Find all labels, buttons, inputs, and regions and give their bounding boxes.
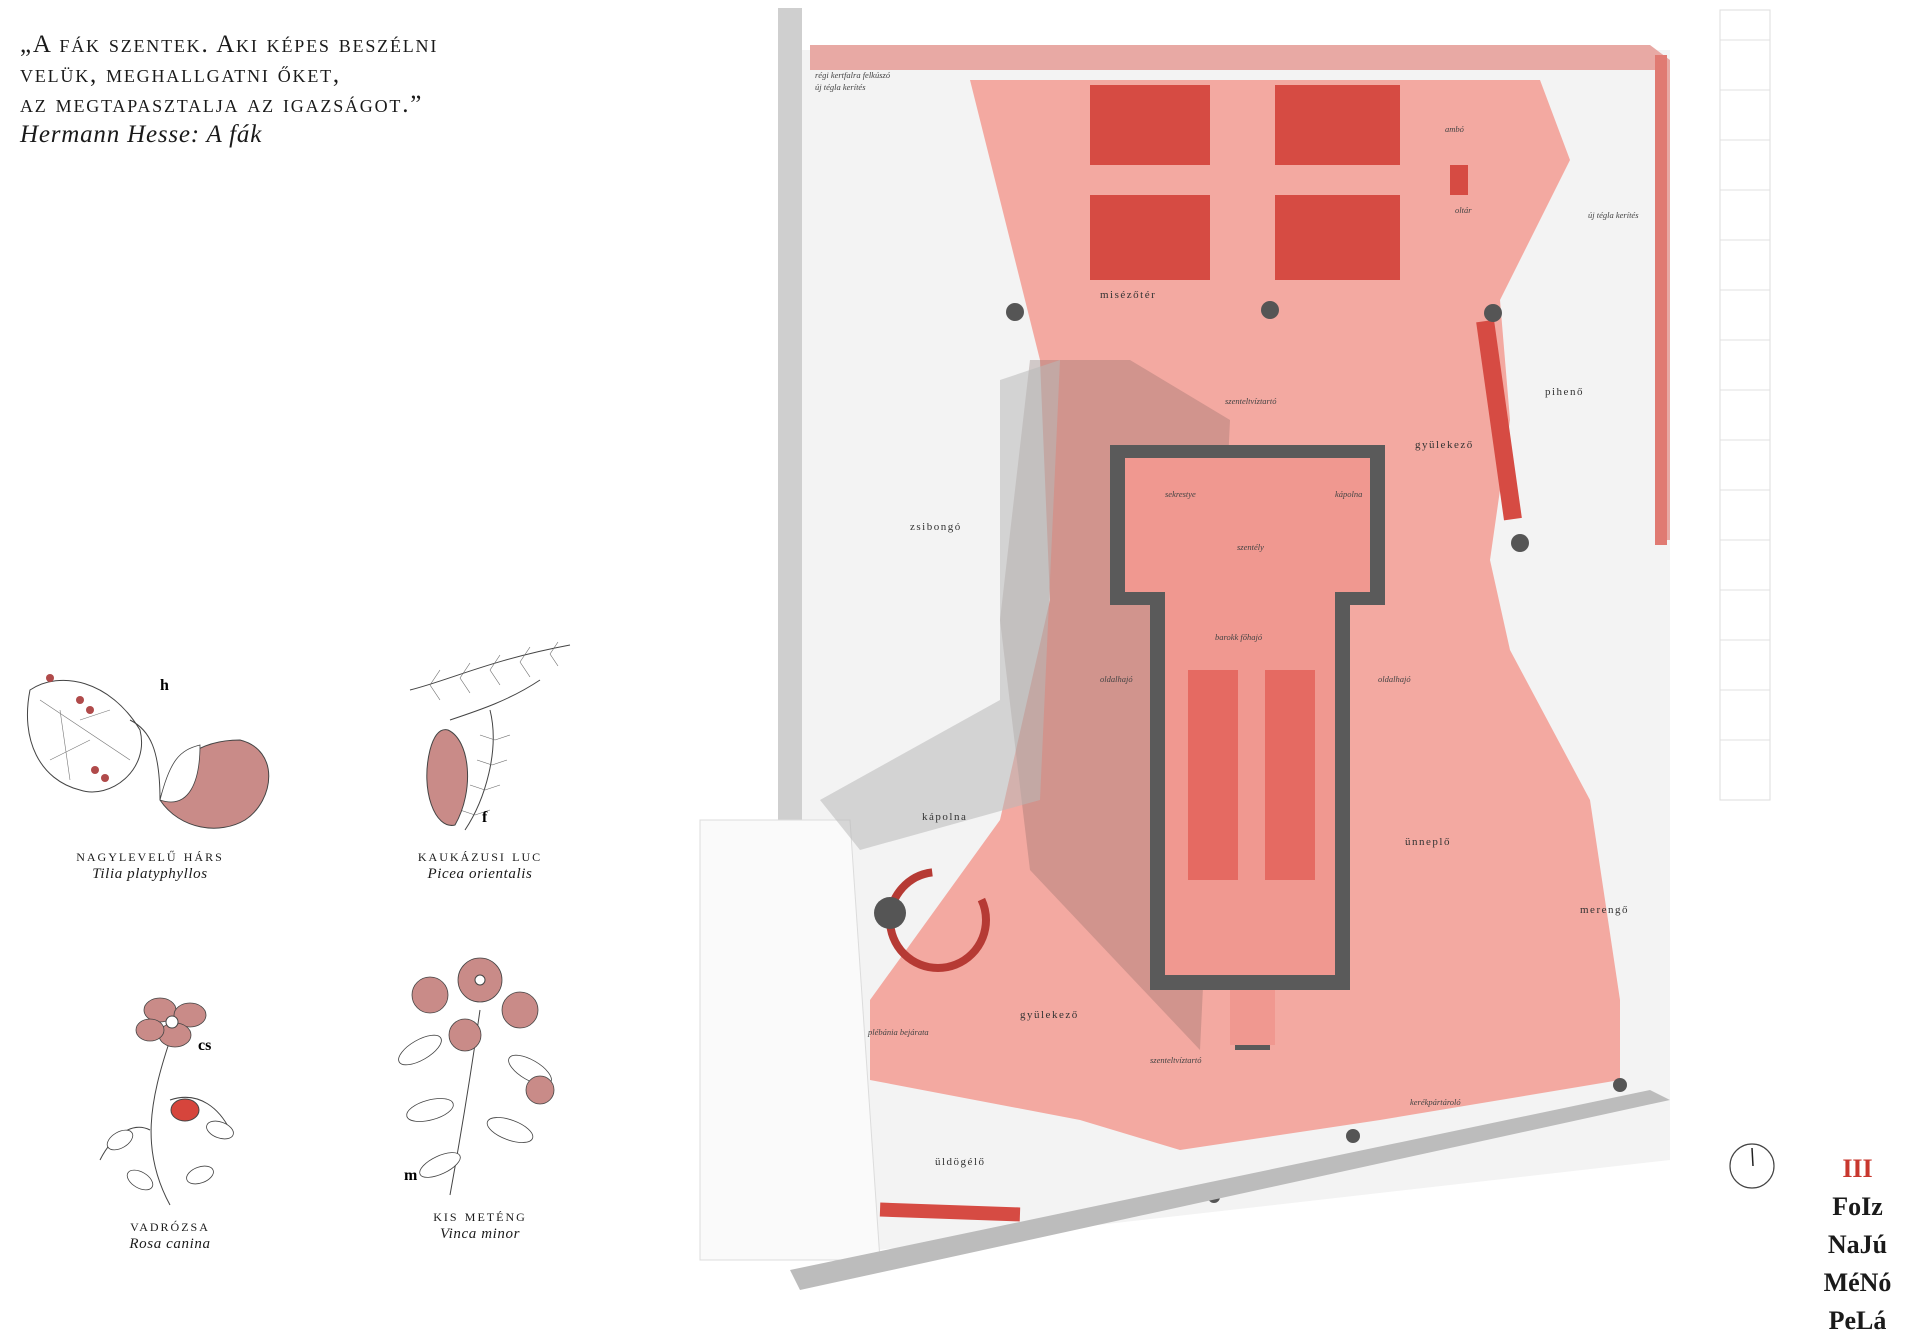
quote-line-2: velük, meghallgatni őket, [20,61,341,88]
north-arrow-icon [1729,1143,1775,1189]
note-14: szenteltvíztartó [1150,1055,1202,1065]
legend-block: III FoIz NaJú MéNó PeLá [1810,1150,1905,1340]
zone-label-3: gyülekező [1415,439,1474,451]
note-12: oldalhajó [1378,674,1411,684]
spruce-cone-icon: f [409,641,571,831]
plant-periwinkle: m kis meténg Vinca minor [370,940,590,1243]
legend-number: III [1842,1154,1873,1183]
note-5: új tégla kerítés [1588,210,1639,220]
plant-rose: cs vadrózsa Rosa canina [70,980,270,1253]
rose-flower-icon: cs [99,997,234,1206]
legend-row-3: MéNó [1823,1268,1892,1297]
plant-common-periwinkle: kis meténg [433,1206,527,1225]
note-13: plébánia bejárata [867,1027,929,1037]
site-plan: misézőtér pihenő gyülekező zsibongó kápo… [699,8,1771,1290]
note-11: oldalhajó [1100,674,1133,684]
legend-row-1: FoIz [1832,1192,1883,1221]
plant-latin-periwinkle: Vinca minor [439,1226,521,1242]
zone-label-8: gyülekező [1020,1009,1079,1021]
note-2: új tégla kerítés [815,82,866,92]
quote-line-3: az megtapasztalja az igazságot.” [20,91,424,118]
plant-common-spruce: kaukázusi luc [417,846,543,865]
plant-symbol-spruce: f [482,809,488,826]
quote-author: Hermann Hesse: A fák [20,121,263,148]
note-15: kerékpártároló [1410,1097,1461,1107]
note-4: oltár [1455,205,1472,215]
periwinkle-flower-icon: m [398,957,555,1196]
note-9: szentély [1237,542,1264,552]
note-10: barokk főhajó [1215,632,1263,642]
plant-symbol-linden: h [160,677,169,694]
plant-common-rose: vadrózsa [130,1216,210,1235]
zone-label-6: ünneplő [1405,836,1451,848]
zone-label-1: misézőtér [1100,289,1156,301]
plant-latin-spruce: Picea orientalis [427,866,533,882]
linden-leaf-icon: h [26,674,270,829]
legend-row-4: PeLá [1828,1306,1887,1335]
note-1: régi kertfalra felkúszó [815,70,891,80]
plant-latin-rose: Rosa canina [129,1236,211,1252]
zone-label-4: zsibongó [910,521,962,533]
note-8: kápolna [1335,489,1362,499]
zone-label-9: üldögélő [935,1156,986,1168]
plant-latin-linden: Tilia platyphyllos [92,866,208,882]
zone-label-7: merengő [1580,904,1629,916]
zone-label-5: kápolna [922,811,967,823]
legend-row-2: NaJú [1827,1230,1888,1259]
note-6: szenteltvíztartó [1225,396,1277,406]
note-3: ambó [1445,124,1465,134]
quote-line-1: „A fák szentek. Aki képes beszélni [20,31,439,58]
quote-block: „A fák szentek. Aki képes beszélni velük… [20,30,440,150]
plant-spruce: f kaukázusi luc Picea orientalis [370,640,590,883]
plant-symbol-rose: cs [198,1037,211,1054]
zone-label-2: pihenő [1545,386,1584,398]
plant-symbol-periwinkle: m [404,1167,418,1184]
plant-common-linden: nagylevelű hárs [76,846,224,865]
plant-linden: h nagylevelű hárs Tilia platyphyllos [20,650,280,883]
note-7: sekrestye [1165,489,1196,499]
